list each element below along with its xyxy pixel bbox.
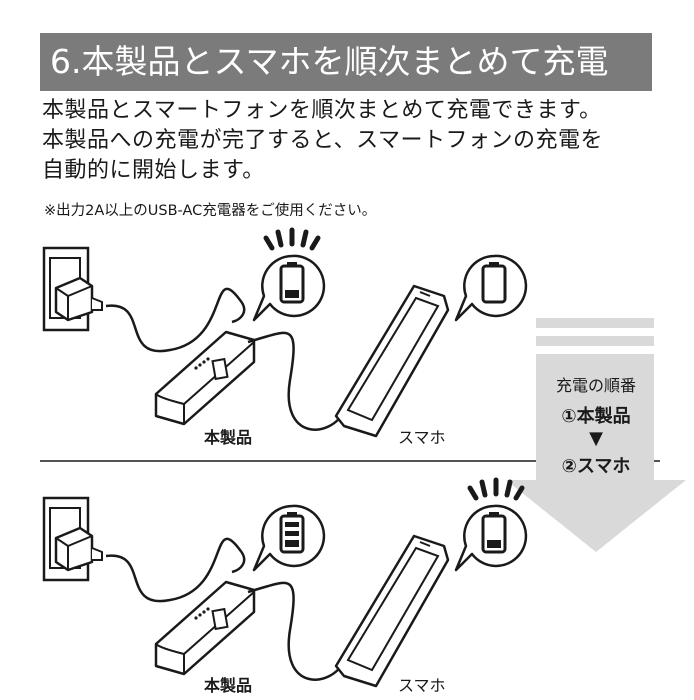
smartphone-icon — [334, 534, 450, 688]
cable — [105, 537, 246, 603]
battery-empty-icon — [481, 262, 507, 304]
wall-outlet-icon — [42, 496, 104, 582]
description-line: 自動的に開始します。 — [42, 158, 265, 183]
power-bank-label: 本製品 — [204, 676, 253, 695]
order-step-1: ①本製品 — [561, 406, 631, 427]
order-step-2: ②スマホ — [561, 456, 631, 477]
panel-2-illustration — [42, 480, 528, 688]
power-bank-label: 本製品 — [204, 428, 253, 447]
battery-partial-icon — [481, 512, 507, 554]
order-heading: 充電の順番 — [555, 376, 636, 395]
power-bank-icon — [154, 330, 256, 426]
cable — [247, 331, 347, 431]
battery-partial-icon — [279, 262, 305, 304]
description-line: 本製品への充電が完了すると、スマートフォンの充電を — [42, 128, 603, 153]
phone-label: スマホ — [398, 676, 446, 695]
charger-note: ※出力2A以上のUSB-AC充電器をご使用ください。 — [44, 203, 377, 219]
description-line: 本製品とスマートフォンを順次まとめて充電できます。 — [42, 98, 602, 123]
phone-label: スマホ — [398, 428, 446, 447]
wall-outlet-icon — [42, 246, 104, 332]
cable — [105, 287, 246, 353]
order-arrow-glyph: ▼ — [589, 428, 603, 449]
charging-rays-icon — [266, 230, 318, 248]
order-arrow-icon — [506, 318, 686, 552]
battery-full-icon — [279, 512, 305, 554]
power-bank-icon — [154, 580, 256, 676]
cable — [247, 581, 347, 681]
section-title-bar: 6.本製品とスマホを順次まとめて充電 — [40, 33, 652, 91]
smartphone-icon — [334, 284, 450, 438]
panel-1-illustration — [42, 230, 528, 438]
description: 本製品とスマートフォンを順次まとめて充電できます。 本製品への充電が完了すると、… — [42, 96, 662, 186]
section-title: 6.本製品とスマホを順次まとめて充電 — [50, 42, 609, 81]
